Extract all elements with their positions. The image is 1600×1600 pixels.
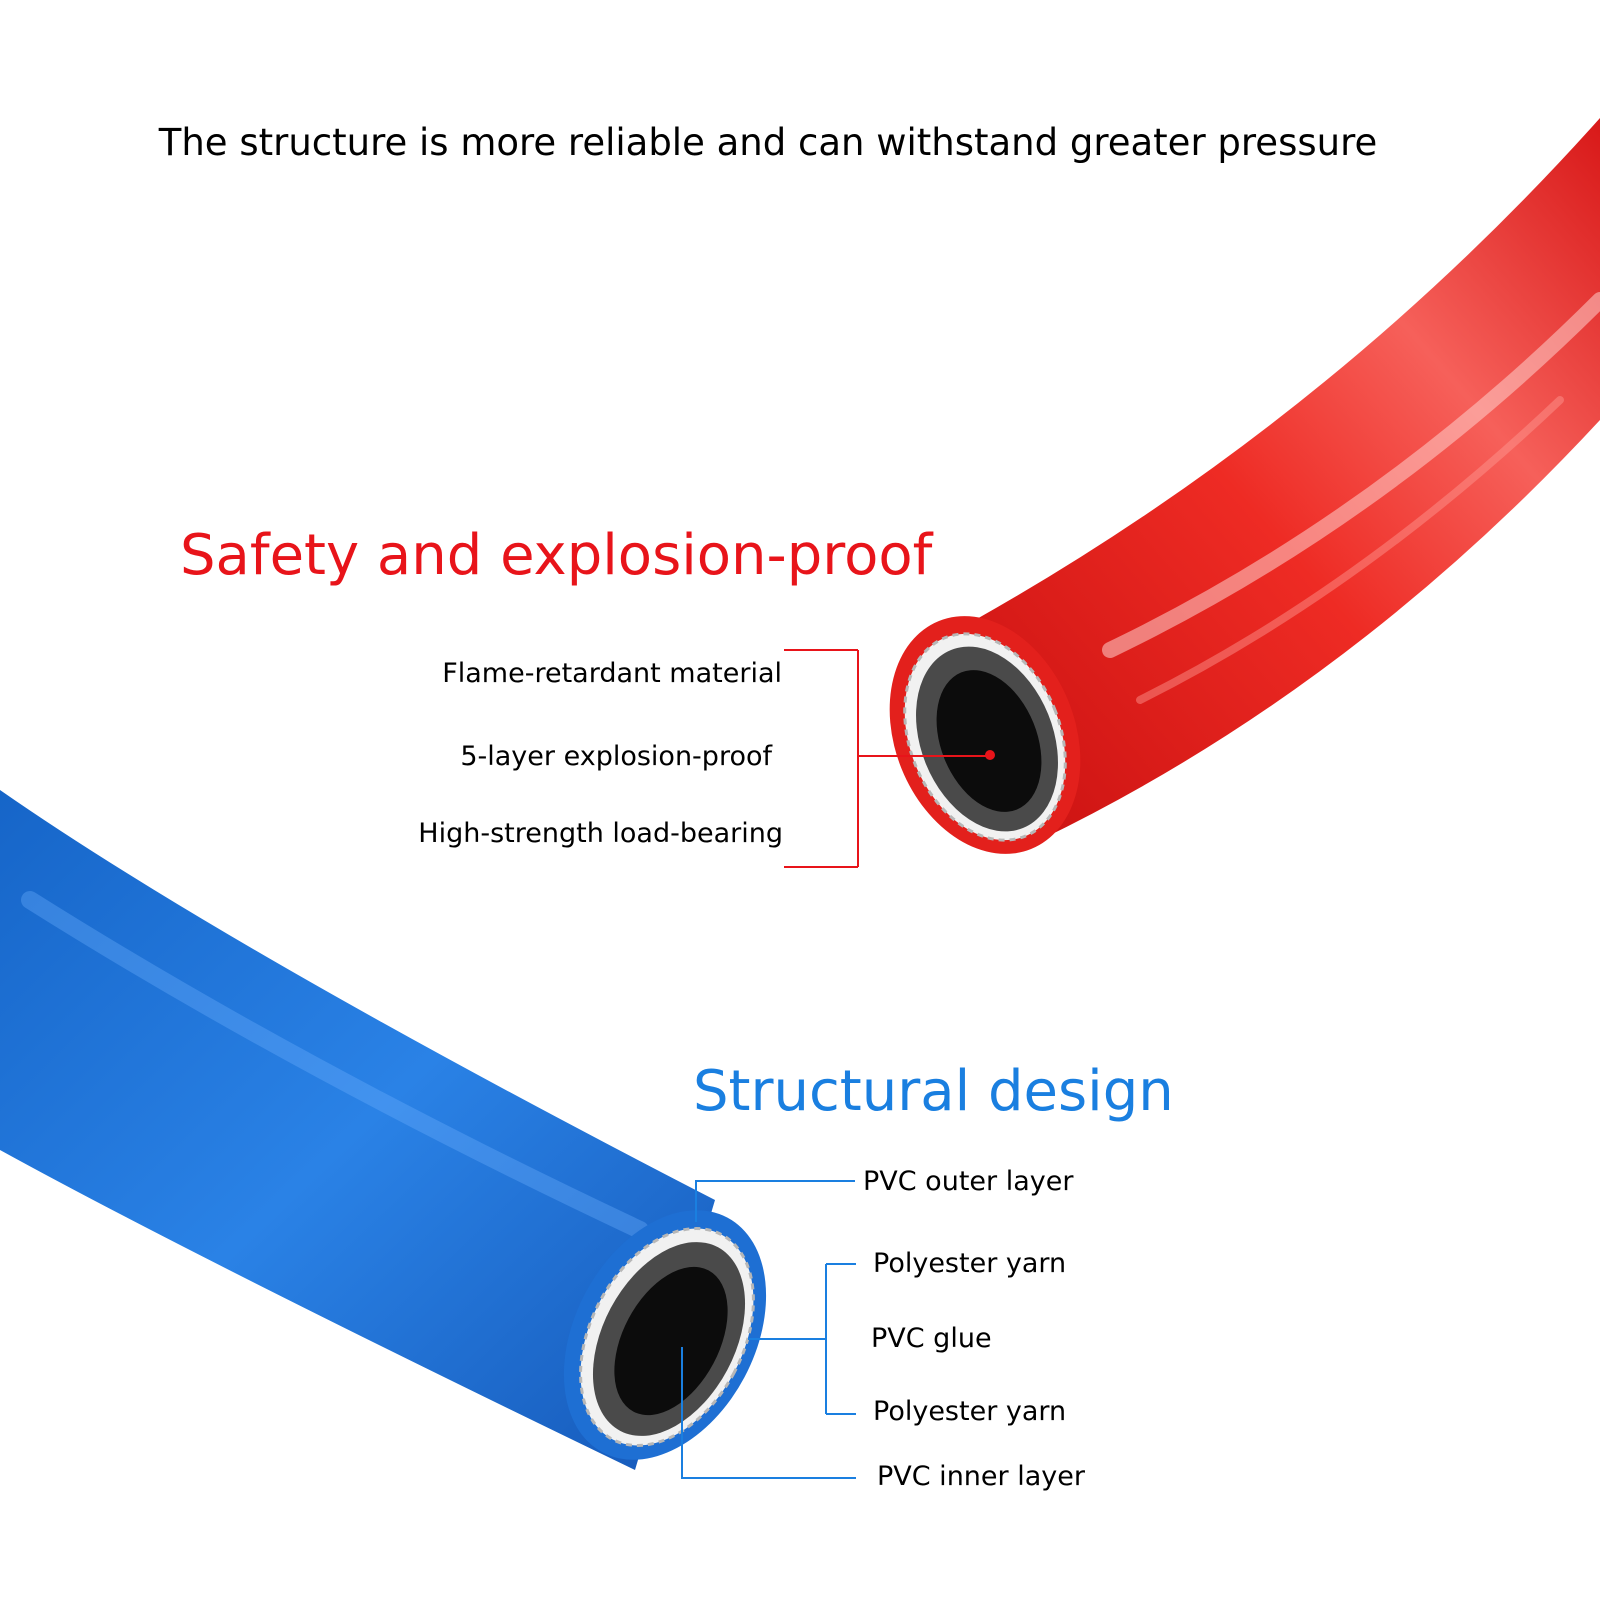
label-pvc-outer: PVC outer layer bbox=[863, 1166, 1074, 1197]
red-hose-highlight bbox=[1102, 292, 1600, 658]
label-explosion-proof: 5-layer explosion-proof bbox=[460, 741, 772, 772]
label-pvc-inner: PVC inner layer bbox=[877, 1461, 1085, 1492]
label-polyester-yarn-2: Polyester yarn bbox=[873, 1396, 1067, 1427]
blue-callout-lines bbox=[681, 1180, 856, 1479]
safety-title: Safety and explosion-proof bbox=[180, 523, 933, 588]
label-load-bearing: High-strength load-bearing bbox=[418, 818, 783, 849]
label-flame-retardant: Flame-retardant material bbox=[442, 658, 782, 689]
label-polyester-yarn-1: Polyester yarn bbox=[873, 1248, 1067, 1279]
headline: The structure is more reliable and can w… bbox=[158, 121, 1378, 164]
red-hose bbox=[889, 118, 1600, 854]
blue-hose-highlight bbox=[21, 891, 649, 1239]
red-hose-body bbox=[975, 118, 1600, 840]
structural-title: Structural design bbox=[693, 1059, 1174, 1124]
red-hose-core bbox=[936, 670, 1042, 812]
blue-hose-core bbox=[614, 1266, 728, 1416]
red-callout-bracket bbox=[784, 649, 990, 868]
blue-hose bbox=[0, 790, 767, 1470]
label-pvc-glue: PVC glue bbox=[871, 1323, 992, 1354]
red-hose-highlight-2 bbox=[1136, 396, 1564, 704]
blue-hose-body bbox=[0, 790, 715, 1470]
